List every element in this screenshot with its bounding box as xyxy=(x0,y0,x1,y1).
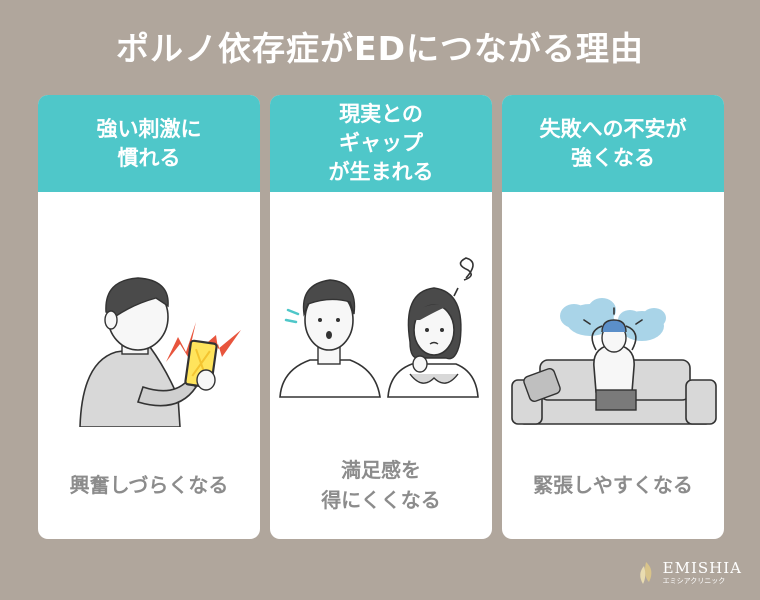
card-heading: 失敗への不安が 強くなる xyxy=(502,95,724,192)
card-heading: 強い刺激に 慣れる xyxy=(38,95,260,192)
brand-subtitle: エミシアクリニック xyxy=(662,577,726,585)
card-heading-line: が生まれる xyxy=(328,160,434,184)
card-heading-line: 慣れる xyxy=(117,145,181,170)
confused-squiggle-icon xyxy=(459,257,474,281)
card-result: 緊張しやすくなる xyxy=(502,435,724,535)
stress-lines-icon xyxy=(583,307,643,325)
brand-logo: EMISHIA エミシアクリニック xyxy=(635,560,742,586)
page-title: ポルノ依存症がEDにつながる理由 xyxy=(116,29,644,68)
reason-card-anxiety: 失敗への不安が 強くなる 緊張しやすくなる xyxy=(502,95,724,539)
surprised-couple-illustration xyxy=(279,257,479,398)
man-with-smartphone-illustration xyxy=(79,277,241,427)
card-result-line: 得にくくなる xyxy=(321,488,441,512)
sweat-icon xyxy=(284,308,300,324)
reason-card-gap: 現実との ギャップ が生まれる 満足感を 得にくくなる xyxy=(270,95,492,539)
card-result: 興奮しづらくなる xyxy=(38,435,260,535)
card-heading-line: ギャップ xyxy=(339,131,423,155)
reason-card-stimulation: 強い刺激に 慣れる 興奮しづらくなる xyxy=(38,95,260,539)
card-heading-line: 失敗への不安が xyxy=(539,116,687,141)
card-heading: 現実との ギャップ が生まれる xyxy=(270,95,492,192)
card-result: 満足感を 得にくくなる xyxy=(270,435,492,535)
leaf-logo-icon xyxy=(639,562,652,584)
card-result-line: 興奮しづらくなる xyxy=(69,473,229,497)
anxious-man-on-sofa-illustration xyxy=(511,298,717,425)
card-result-line: 緊張しやすくなる xyxy=(533,473,693,497)
card-heading-line: 強くなる xyxy=(571,145,655,170)
card-result-line: 満足感を xyxy=(341,458,421,482)
card-heading-line: 強い刺激に xyxy=(96,116,202,141)
brand-name: EMISHIA xyxy=(662,559,742,577)
card-heading-line: 現実との xyxy=(339,102,423,126)
